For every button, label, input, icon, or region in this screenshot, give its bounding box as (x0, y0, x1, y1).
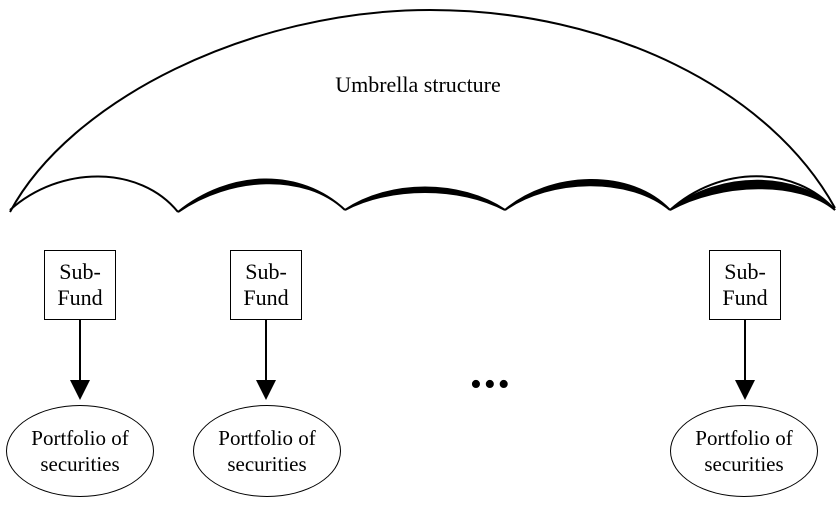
umbrella-scallop-4 (504, 179, 671, 211)
portfolio-line1: Portfolio of (218, 426, 316, 450)
umbrella-scallop-3 (344, 186, 506, 211)
umbrella-scallop-2 (177, 178, 346, 213)
sub-fund-box-3: Sub- Fund (709, 250, 781, 320)
portfolio-line2: securities (227, 452, 307, 476)
portfolio-line1: Portfolio of (695, 426, 793, 450)
portfolio-ellipse-2: Portfolio of securities (193, 405, 341, 497)
umbrella-scallop-5-outline (669, 175, 836, 211)
sub-fund-line2: Fund (57, 285, 103, 310)
sub-fund-line2: Fund (722, 285, 768, 310)
sub-fund-line2: Fund (243, 285, 289, 310)
sub-fund-box-1: Sub- Fund (44, 250, 116, 320)
umbrella-canopy (9, 8, 836, 213)
portfolio-ellipse-3: Portfolio of securities (670, 405, 818, 497)
umbrella-scallop-5 (669, 179, 836, 211)
umbrella-scallop-1 (9, 175, 179, 213)
sub-fund-line1: Sub- (724, 259, 766, 284)
umbrella-label: Umbrella structure (335, 72, 501, 97)
portfolio-line2: securities (40, 452, 120, 476)
portfolio-line2: securities (704, 452, 784, 476)
portfolio-line1: Portfolio of (31, 426, 129, 450)
sub-fund-box-2: Sub- Fund (230, 250, 302, 320)
sub-fund-line1: Sub- (245, 259, 287, 284)
portfolio-ellipse-1: Portfolio of securities (6, 405, 154, 497)
ellipsis-more-funds: ••• (470, 366, 512, 403)
sub-fund-line1: Sub- (59, 259, 101, 284)
